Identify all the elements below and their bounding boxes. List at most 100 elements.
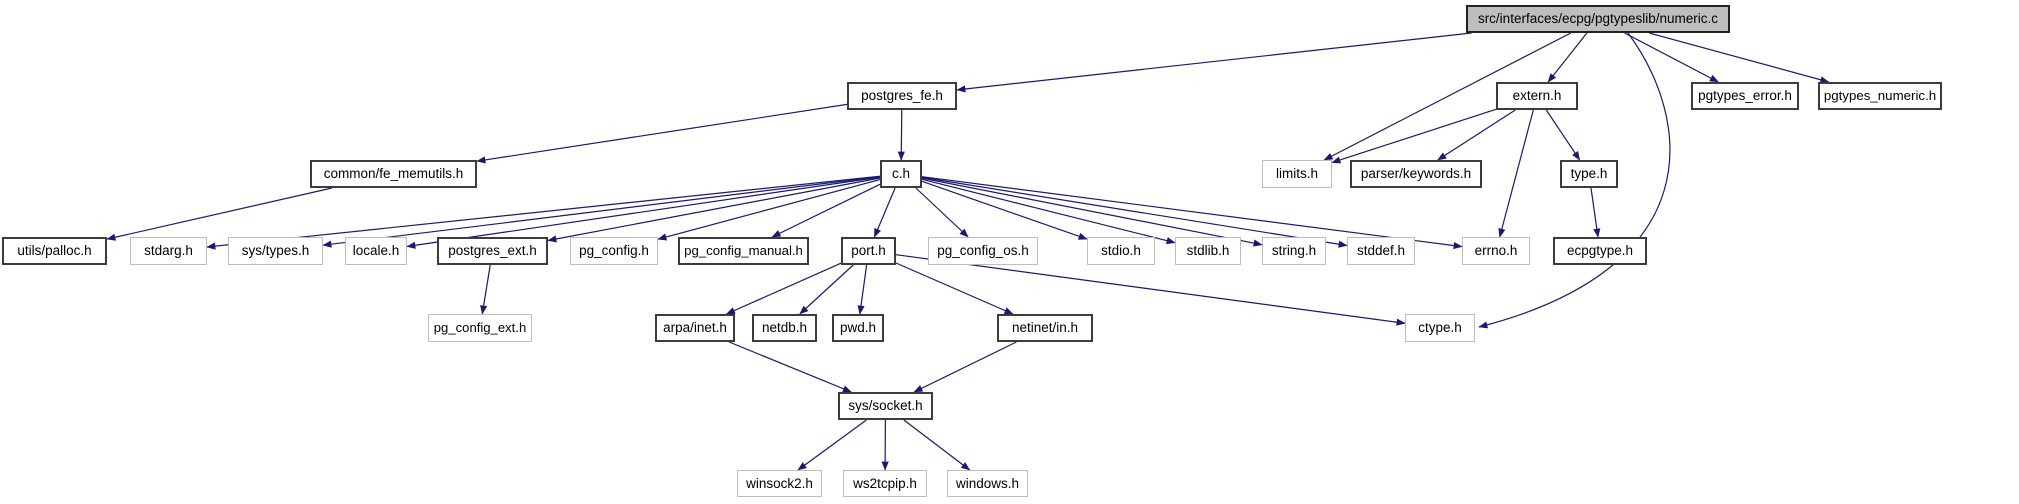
node-pgtypes-error-h[interactable]: pgtypes_error.h [1691,82,1799,110]
edge-c-h-to-stdarg-h [206,175,881,250]
edge-sys-socket-h-to-winsock2-h [797,419,867,471]
node-pg-config-os-h: pg_config_os.h [928,237,1038,265]
node-ctype-h: ctype.h [1405,314,1475,342]
node-label: common/fe_memutils.h [323,166,464,182]
edge-c-h-to-stddef-h [921,176,1348,248]
node-netdb-h[interactable]: netdb.h [752,314,817,342]
node-label: pwd.h [839,320,877,336]
node-label: utils/palloc.h [17,243,92,259]
edge-c-h-to-stdlib-h [921,178,1176,245]
edge-numeric-c-to-ctype-h [1478,32,1671,329]
edge-postgres-fe-h-to-c-h [897,109,905,161]
node-label: string.h [1271,243,1317,259]
node-label: stddef.h [1356,243,1406,259]
edge-c-h-to-port-h [873,187,896,238]
node-label: type.h [1570,166,1608,182]
node-label: limits.h [1275,166,1318,182]
node-stddef-h: stddef.h [1347,237,1415,265]
node-stdlib-h: stdlib.h [1175,237,1241,265]
node-extern-h[interactable]: extern.h [1496,82,1578,110]
edge-port-h-to-arpa-inet-h [725,262,842,315]
edge-port-h-to-netinet-in-h [895,262,1014,315]
edge-c-h-to-sys-types-h [322,176,881,248]
edge-c-h-to-pg-config-h [657,179,881,241]
edge-common-fe-memutils-h-to-utils-palloc-h [106,187,333,241]
node-port-h[interactable]: port.h [841,237,896,265]
edge-extern-h-to-errno-h [1498,109,1534,238]
node-label: pg_config_manual.h [684,243,803,259]
node-c-h[interactable]: c.h [880,160,922,188]
node-label: sys/socket.h [848,398,923,414]
edge-port-h-to-ctype-h [895,254,1406,326]
node-stdio-h: stdio.h [1087,237,1155,265]
edge-extern-h-to-type-h [1545,109,1581,161]
node-label: pg_config.h [579,243,649,259]
node-label: stdlib.h [1186,243,1230,259]
node-label: parser/keywords.h [1360,166,1472,182]
node-label: locale.h [352,243,400,259]
node-winsock2-h: winsock2.h [737,470,822,497]
edge-c-h-to-postgres-ext-h [547,177,881,243]
node-label: c.h [891,166,910,182]
edge-c-h-to-locale-h [406,176,881,249]
node-common-fe-memutils-h[interactable]: common/fe_memutils.h [310,160,477,188]
node-type-h[interactable]: type.h [1560,160,1618,188]
node-pg-config-h: pg_config.h [570,237,658,265]
node-pwd-h[interactable]: pwd.h [832,314,884,342]
edge-c-h-to-errno-h [921,176,1463,250]
node-label: pgtypes_error.h [1698,88,1792,104]
node-stdarg-h: stdarg.h [130,237,207,265]
edge-numeric-c-to-pgtypes-error-h [1624,32,1719,83]
edge-numeric-c-to-postgres-fe-h [956,32,1472,93]
node-locale-h: locale.h [345,237,407,265]
node-parser-keywords-h[interactable]: parser/keywords.h [1350,160,1482,188]
edge-sys-socket-h-to-windows-h [903,419,971,471]
node-numeric-c: src/interfaces/ecpg/pgtypeslib/numeric.c [1466,5,1730,33]
node-string-h: string.h [1262,237,1326,265]
node-label: pgtypes_numeric.h [1823,88,1937,104]
node-label: netinet/in.h [1011,320,1079,336]
node-label: sys/types.h [241,243,310,259]
edge-type-h-to-ecpgtype-h [1590,187,1601,238]
edge-postgres-ext-h-to-pg-config-ext-h [480,264,491,315]
node-arpa-inet-h[interactable]: arpa/inet.h [655,314,735,342]
edge-extern-h-to-limits-h [1331,108,1497,164]
node-postgres-fe-h[interactable]: postgres_fe.h [847,82,957,110]
node-label: ws2tcpip.h [853,475,917,491]
edge-numeric-c-to-pgtypes-numeric-h [1649,32,1830,84]
node-label: stdarg.h [144,243,193,259]
node-label: src/interfaces/ecpg/pgtypeslib/numeric.c [1477,11,1719,27]
edge-c-h-to-pg-config-manual-h [771,183,881,238]
node-postgres-ext-h[interactable]: postgres_ext.h [437,237,548,265]
edges-group [106,32,1830,471]
node-label: extern.h [1512,88,1562,104]
node-label: postgres_ext.h [448,243,537,259]
node-label: pg_config_ext.h [433,320,527,336]
edge-c-h-to-stdio-h [921,180,1088,240]
node-sys-types-h: sys/types.h [228,237,323,265]
node-sys-socket-h[interactable]: sys/socket.h [838,392,933,420]
node-windows-h: windows.h [947,470,1028,497]
node-pg-config-manual-h[interactable]: pg_config_manual.h [678,237,809,265]
node-label: ctype.h [1418,320,1462,336]
node-pg-config-ext-h: pg_config_ext.h [428,314,532,342]
node-ecpgtype-h[interactable]: ecpgtype.h [1553,237,1647,265]
node-label: stdio.h [1101,243,1141,259]
node-label: arpa/inet.h [663,320,727,336]
node-pgtypes-numeric-h[interactable]: pgtypes_numeric.h [1818,82,1942,110]
edge-numeric-c-to-limits-h [1323,32,1572,161]
node-label: port.h [851,243,886,259]
node-label: winsock2.h [746,475,813,491]
edge-port-h-to-netdb-h [799,264,854,315]
node-errno-h: errno.h [1462,237,1530,265]
edge-arpa-inet-h-to-sys-socket-h [728,341,852,393]
edge-numeric-c-to-extern-h [1547,32,1588,83]
node-label: errno.h [1474,243,1518,259]
node-label: netdb.h [761,320,808,336]
node-netinet-in-h[interactable]: netinet/in.h [997,314,1093,342]
node-label: ecpgtype.h [1566,243,1634,259]
node-utils-palloc-h[interactable]: utils/palloc.h [2,237,107,265]
edge-netinet-in-h-to-sys-socket-h [913,341,1017,393]
